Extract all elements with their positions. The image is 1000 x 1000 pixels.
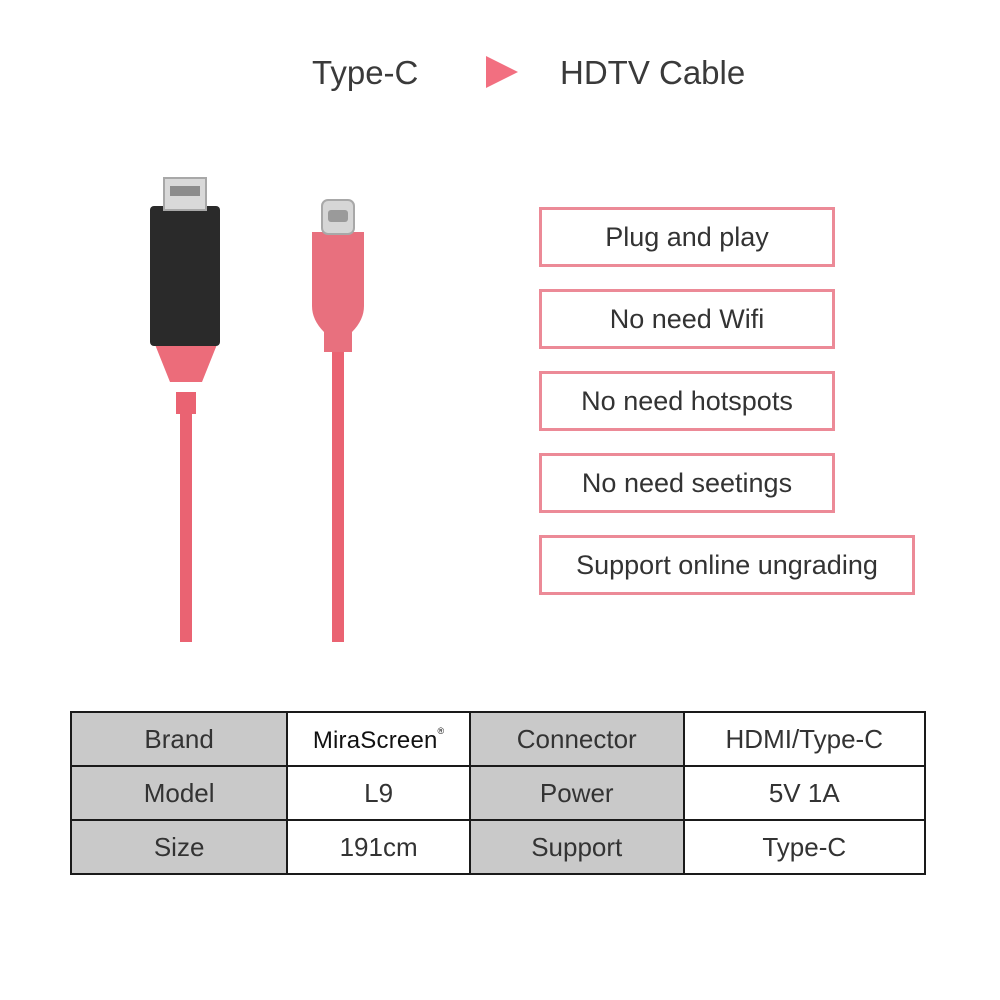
type-c-cable	[312, 199, 364, 642]
table-row: Model L9 Power 5V 1A	[69, 765, 926, 821]
table-row: Brand MiraScreen® Connector HDMI/Type-C	[69, 711, 926, 767]
table-row: Size 191cm Support Type-C	[69, 819, 926, 875]
spec-key: Connector	[468, 711, 685, 767]
brand-logo: MiraScreen®	[286, 711, 471, 767]
spec-value: 5V 1A	[682, 765, 926, 821]
feature-no-hotspots: No need hotspots	[539, 371, 835, 431]
spec-table: Brand MiraScreen® Connector HDMI/Type-C …	[69, 711, 926, 875]
spec-value: 191cm	[286, 819, 471, 875]
triangle-right-icon	[486, 56, 518, 88]
hdmi-cable	[150, 177, 220, 642]
spec-key: Size	[69, 819, 289, 875]
feature-online-upgrading: Support online ungrading	[539, 535, 915, 595]
feature-no-settings: No need seetings	[539, 453, 835, 513]
spec-key: Support	[468, 819, 685, 875]
spec-value: Type-C	[682, 819, 926, 875]
brand-name: MiraScreen	[312, 726, 438, 754]
feature-plug-and-play: Plug and play	[539, 207, 835, 267]
spec-value: HDMI/Type-C	[682, 711, 926, 767]
target-cable-label: HDTV Cable	[560, 54, 746, 91]
source-connector-label: Type-C	[312, 54, 419, 91]
title-banner: Type-C HDTV Cable	[0, 48, 1000, 98]
spec-key: Model	[69, 765, 289, 821]
spec-key: Power	[468, 765, 685, 821]
registered-mark: ®	[437, 725, 445, 736]
spec-value: L9	[286, 765, 471, 821]
cable-product-image	[150, 177, 364, 642]
feature-no-wifi: No need Wifi	[539, 289, 835, 349]
spec-key: Brand	[69, 711, 289, 767]
